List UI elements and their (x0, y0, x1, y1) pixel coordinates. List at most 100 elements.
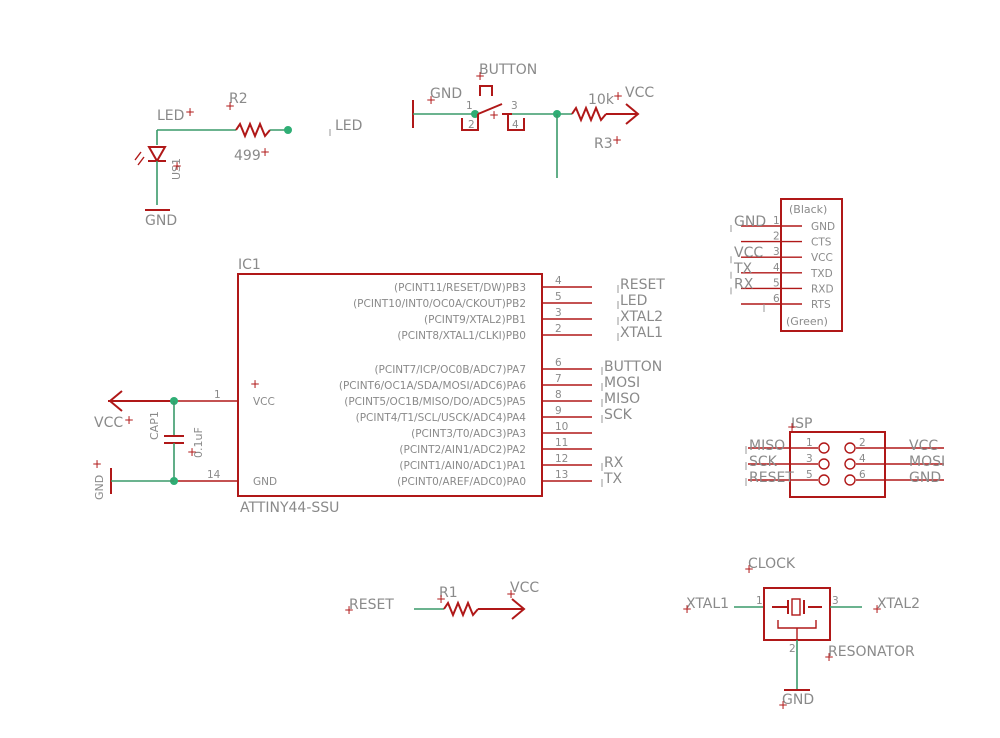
resistor-r1-symbol (443, 600, 479, 618)
origin-cross: + (824, 650, 834, 664)
ic1-right-pin-name: (PCINT8/XTAL1/CLKI)PB0 (397, 330, 526, 342)
ic1-left-pin-name: GND (253, 476, 277, 488)
ic1-right-pin-num: 8 (555, 389, 562, 401)
isp-net-label: MOSI (909, 454, 945, 470)
ic1-right-pin-num: 5 (555, 291, 562, 303)
isp-net-label: MISO (749, 438, 785, 454)
ic1-right-pin-name: (PCINT1/AIN0/ADC1)PA1 (399, 460, 526, 472)
ic1-right-pin-group: 4 (PCINT11/RESET/DW)PB3 RESET 5 (PCINT10/INT… (339, 275, 665, 488)
led-light-arrow (134, 151, 142, 161)
ic1-right-pin-name: (PCINT4/T1/SCL/USCK/ADC4)PA4 (356, 412, 527, 424)
ftdi-net-label: GND (734, 214, 766, 230)
origin-cross: + (124, 413, 134, 427)
isp-pin-num: 3 (806, 453, 813, 465)
ic1-right-pin-name: (PCINT5/OC1B/MISO/DO/ADC5)PA5 (344, 396, 526, 408)
isp-pin-num: 2 (859, 437, 866, 449)
ic1-net-label: MOSI (604, 375, 640, 391)
led-diode-symbol (147, 146, 167, 164)
origin-cross: + (682, 602, 692, 616)
cap-value: 0.1uF (192, 427, 205, 458)
ic1-right-pin-num: 10 (555, 421, 568, 433)
cap-name: CAP1 (148, 411, 161, 440)
cap-vcc-label: VCC (94, 415, 123, 431)
ftdi-pin-name: VCC (811, 252, 833, 264)
isp-pin-num: 6 (859, 469, 866, 481)
ic1-right-pin-name: (PCINT10/INT0/OC0A/CKOUT)PB2 (353, 298, 526, 310)
ic1-right-pin-num: 11 (555, 437, 568, 449)
r1-circuit: RESET + R1 + VCC + (344, 580, 539, 620)
origin-cross: + (260, 145, 270, 159)
button-pin-lead (461, 114, 479, 131)
ic1-right-pin-name: (PCINT11/RESET/DW)PB3 (394, 282, 526, 294)
ic1-right-pin-name: (PCINT6/OC1A/SDA/MOSI/ADC6)PA6 (339, 380, 526, 392)
clock-name: CLOCK (748, 556, 796, 572)
ftdi-bottom-label: (Green) (786, 315, 828, 328)
led-light-arrow (137, 156, 145, 166)
origin-cross: + (613, 89, 623, 103)
isp-net-label: GND (909, 470, 941, 486)
ftdi-top-label: (Black) (789, 203, 827, 216)
ic1-right-pin-num: 4 (555, 275, 562, 287)
ftdi-pin-num: 1 (773, 215, 780, 227)
resonator-circuit: CLOCK + XTAL1 + 1 3 XTAL2 + 2 GND + RESO… (682, 556, 920, 712)
ftdi-pin-num: 3 (773, 246, 780, 258)
button-pin-1: 1 (466, 100, 473, 112)
led-net-label: LED (335, 118, 362, 134)
ic1-left-pin-num: 1 (214, 389, 221, 401)
button-label: BUTTON (479, 62, 537, 78)
ic1-name: IC1 (238, 257, 261, 273)
origin-cross: + (489, 108, 499, 122)
r1-vcc-label: VCC (510, 580, 539, 596)
origin-cross: + (172, 159, 182, 173)
ic1-net-label: BUTTON (604, 359, 662, 375)
ic1-left-pin-name: VCC (253, 396, 275, 408)
r1-net-label: RESET (349, 597, 394, 613)
clock-xtal1-label: XTAL1 (686, 596, 729, 612)
isp-pad (818, 442, 830, 454)
origin-cross: + (225, 99, 235, 113)
ic1-net-label: RX (604, 455, 624, 471)
ic1: IC1 ATTINY44-SSU + 1 VCC 14 GND 4(PCINT1… (174, 257, 665, 516)
resistor-r3-symbol (571, 105, 607, 123)
ic1-right-pin-name: (PCINT0/AREF/ADC0)PA0 (397, 476, 526, 488)
ic1-right-pin-num: 6 (555, 357, 562, 369)
ic1-net-label: SCK (604, 407, 633, 423)
ic1-right-pin-name: (PCINT7/ICP/OC0B/ADC7)PA7 (374, 364, 526, 376)
ic1-right-pin-num: 12 (555, 453, 568, 465)
vcc-arrow-symbol (108, 390, 123, 412)
r3-label: R3 (594, 136, 613, 152)
origin-cross: + (872, 602, 882, 616)
button-actuator-symbol (479, 85, 493, 96)
isp-net-label: SCK (749, 454, 778, 470)
resistor-r2-symbol (235, 121, 271, 139)
origin-cross: + (506, 587, 516, 601)
clock-pin-3: 3 (832, 595, 839, 607)
ic1-net-label: RESET (620, 277, 665, 293)
button-vcc-label: VCC (625, 85, 654, 101)
ic1-left-pin-num: 14 (207, 469, 221, 481)
isp-net-label: VCC (909, 438, 938, 454)
origin-cross: + (250, 377, 260, 391)
isp-pad (844, 458, 856, 470)
r3-value: 10k (588, 92, 615, 108)
isp-pad (844, 474, 856, 486)
ftdi-net-label: RX (734, 276, 754, 292)
resonator-ground-leg (777, 620, 817, 629)
resonator-crystal (791, 598, 801, 616)
ic1-right-pin-num: 13 (555, 469, 568, 481)
origin-cross: + (92, 457, 102, 471)
button-gnd-label: GND (430, 86, 462, 102)
ic1-net-label: LED (620, 293, 647, 309)
led-circuit: LED + R2 + 499 + LED GND US1 + (134, 91, 362, 229)
ftdi-pin-num: 2 (773, 231, 780, 243)
ic1-right-pin-num: 9 (555, 405, 562, 417)
origin-cross: + (185, 105, 195, 119)
origin-cross: + (187, 445, 197, 459)
origin-cross: + (612, 133, 622, 147)
led-value-label: US1 (170, 158, 183, 180)
ftdi-net-label: TX (733, 261, 753, 277)
origin-cross: + (475, 69, 485, 83)
ic1-right-pin-num: 2 (555, 323, 562, 335)
